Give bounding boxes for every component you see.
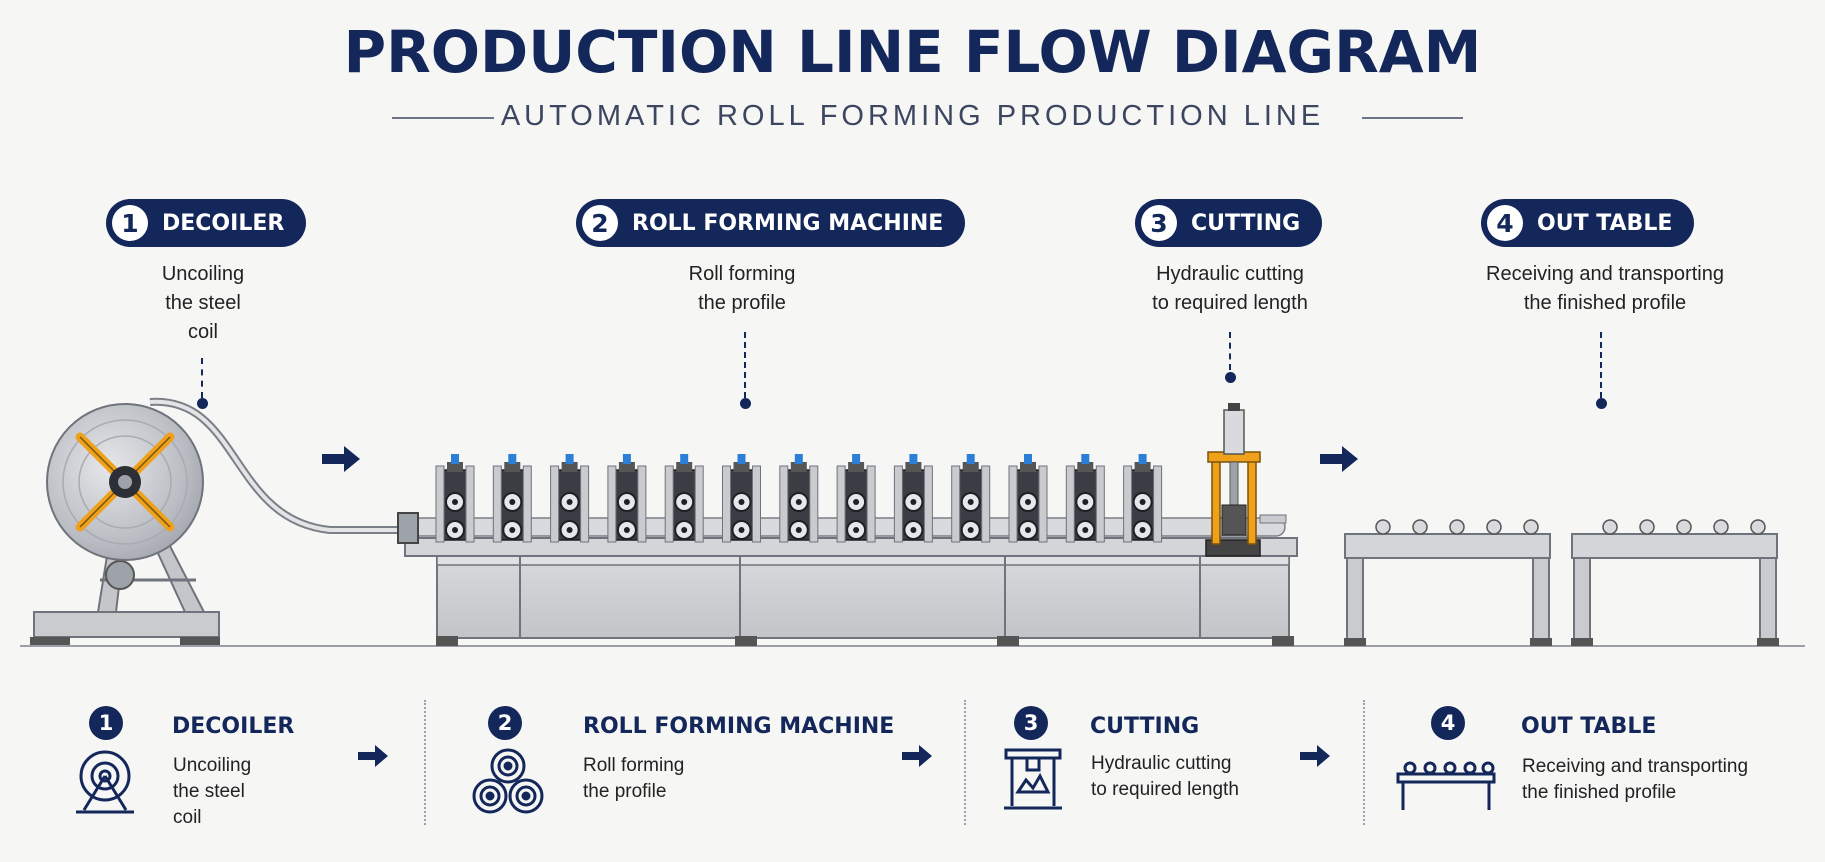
arrow-right-icon bbox=[322, 446, 360, 472]
summary-divider bbox=[424, 700, 426, 825]
summary-step-title: ROLL FORMING MACHINE bbox=[583, 714, 895, 739]
step-title: CUTTING bbox=[1191, 210, 1301, 236]
roller-stand bbox=[779, 454, 819, 543]
subtitle-rule-left bbox=[392, 117, 494, 119]
roller-stand bbox=[607, 454, 647, 543]
step-pill-cutting: 3 CUTTING bbox=[1135, 199, 1323, 247]
decoiler-machine bbox=[30, 397, 405, 645]
step-number: 3 bbox=[1141, 205, 1177, 241]
step-number: 2 bbox=[582, 205, 618, 241]
connector-dot bbox=[197, 398, 208, 409]
step-title: DECOILER bbox=[162, 210, 285, 236]
page-title: PRODUCTION LINE FLOW DIAGRAM bbox=[343, 18, 1482, 86]
roller-stand bbox=[951, 454, 991, 543]
step-description-out-table: Receiving and transporting the finished … bbox=[1486, 263, 1724, 314]
page-subtitle: AUTOMATIC ROLL FORMING PRODUCTION LINE bbox=[500, 100, 1325, 132]
summary-step-number: 3 bbox=[1014, 706, 1048, 740]
arrow-right-icon bbox=[902, 745, 932, 767]
roller-stand bbox=[722, 454, 761, 543]
roller-stand bbox=[1008, 454, 1048, 543]
summary-step-number: 1 bbox=[89, 706, 123, 740]
summary-step-title: DECOILER bbox=[172, 714, 295, 739]
roller-stand bbox=[893, 454, 933, 543]
subtitle-rule-right bbox=[1362, 117, 1463, 119]
summary-step-title: OUT TABLE bbox=[1521, 714, 1657, 739]
roll-forming-machine bbox=[397, 454, 1298, 646]
step-pill-roll-forming: 2 ROLL FORMING MACHINE bbox=[576, 199, 966, 247]
step-description-roll-forming: Roll forming the profile bbox=[688, 263, 796, 314]
out-table-1 bbox=[1344, 519, 1552, 646]
arrow-right-icon bbox=[1300, 745, 1330, 767]
step-description-cutting: Hydraulic cutting to required length bbox=[1152, 263, 1308, 314]
roller-stand bbox=[1123, 454, 1163, 543]
step-pill-out-table: 4 OUT TABLE bbox=[1481, 199, 1695, 247]
summary-step-description: Uncoiling the steel coil bbox=[173, 755, 252, 828]
roller-stand bbox=[664, 454, 704, 543]
decoiler-icon bbox=[76, 750, 134, 814]
roller-stand bbox=[836, 454, 876, 543]
cutting-press-icon bbox=[1004, 748, 1062, 810]
summary-step-number: 2 bbox=[488, 706, 522, 740]
connector-line bbox=[201, 358, 203, 398]
summary-step-description: Hydraulic cutting to required length bbox=[1091, 753, 1239, 800]
connector-dot bbox=[1225, 372, 1236, 383]
roller-stands bbox=[435, 454, 1163, 543]
rollers-icon bbox=[472, 748, 544, 814]
step-number: 4 bbox=[1487, 205, 1523, 241]
out-table-2 bbox=[1571, 519, 1779, 646]
step-title: ROLL FORMING MACHINE bbox=[632, 210, 944, 236]
connector-line bbox=[1600, 332, 1602, 398]
arrow-right-icon bbox=[1320, 446, 1358, 472]
summary-step-title: CUTTING bbox=[1090, 714, 1200, 739]
out-table-icon bbox=[1396, 761, 1496, 810]
connector-line bbox=[744, 332, 746, 398]
summary-divider bbox=[1363, 700, 1365, 825]
step-description-decoiler: Uncoiling the steel coil bbox=[161, 263, 245, 343]
summary-divider bbox=[964, 700, 966, 825]
step-pill-decoiler: 1 DECOILER bbox=[106, 199, 307, 247]
connector-line bbox=[1229, 332, 1231, 370]
roller-stand bbox=[492, 454, 532, 543]
cutting-machine bbox=[1205, 403, 1287, 557]
roller-stand bbox=[435, 454, 475, 543]
step-title: OUT TABLE bbox=[1537, 210, 1673, 236]
roller-stand bbox=[1065, 454, 1105, 543]
arrow-right-icon bbox=[358, 745, 388, 767]
summary-step-number: 4 bbox=[1431, 706, 1465, 740]
step-number: 1 bbox=[112, 205, 148, 241]
connector-dot bbox=[1596, 398, 1607, 409]
subtitle-row: AUTOMATIC ROLL FORMING PRODUCTION LINE bbox=[0, 100, 1825, 140]
roller-stand bbox=[550, 454, 590, 543]
summary-step-description: Roll forming the profile bbox=[583, 755, 685, 802]
summary-step-description: Receiving and transporting the finished … bbox=[1522, 756, 1749, 803]
connector-dot bbox=[740, 398, 751, 409]
